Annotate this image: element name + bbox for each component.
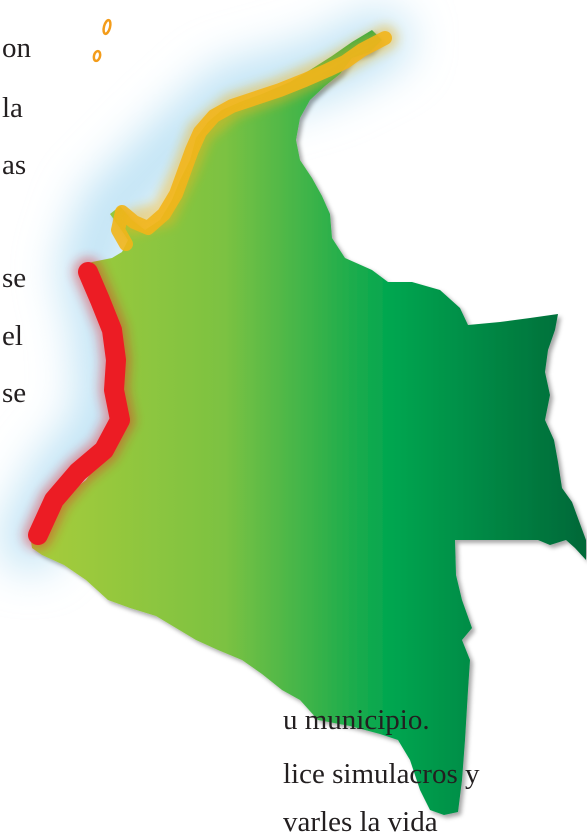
pacific-coast-highlight: [28, 262, 130, 545]
island-san-andres: [102, 18, 112, 36]
text-fragment-4: se: [2, 262, 27, 294]
text-fragment-2: la: [2, 92, 23, 124]
text-fragment-5: el: [2, 320, 23, 352]
text-line-2: lice simulacros y: [283, 758, 480, 790]
island-providencia: [92, 49, 102, 63]
text-line-1: u municipio.: [283, 704, 430, 736]
colombia-landmass: [30, 30, 586, 815]
caribbean-coast-glow: [121, 25, 398, 235]
text-fragment-1: on: [2, 32, 31, 64]
text-fragment-6: se: [2, 377, 27, 409]
text-fragment-3: as: [2, 149, 27, 181]
